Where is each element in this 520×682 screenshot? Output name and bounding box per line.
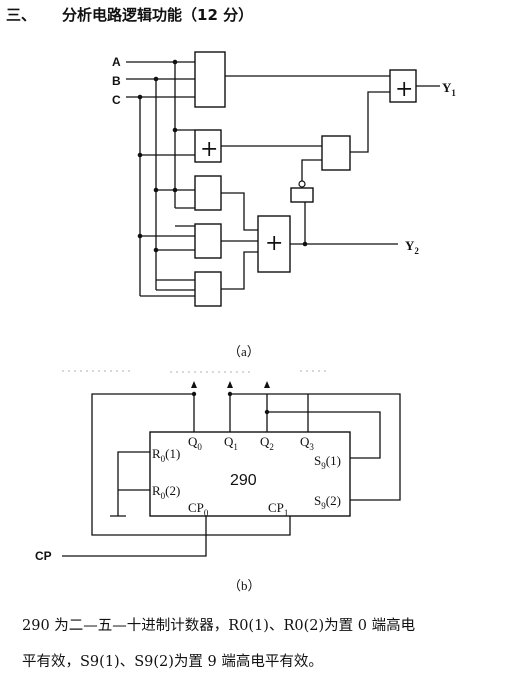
circuit-a: A B C + xyxy=(112,51,456,359)
pin-q0: Q0 xyxy=(188,434,202,452)
section-title: 分析电路逻辑功能（12 分） xyxy=(62,6,253,24)
and-gate-top xyxy=(194,51,226,108)
note-line-2: 平有效，S9(1)、S9(2)为置 9 端高电平有效。 xyxy=(22,654,323,670)
wire-cp-to-cp0 xyxy=(62,516,207,557)
wire-and1-to-or xyxy=(221,192,260,231)
pin-r0-1: R0(1) xyxy=(152,446,180,464)
wire-rail-to-s9-2 xyxy=(230,393,401,501)
wire-c-vertical xyxy=(139,97,195,297)
scan-artifact-dashes xyxy=(62,370,330,373)
wire-r0-ground xyxy=(110,451,150,517)
pin-q3: Q3 xyxy=(300,434,314,452)
input-bus xyxy=(126,61,195,98)
xor-gate-middle xyxy=(194,129,222,163)
xor-symbol-middle: + xyxy=(200,137,218,162)
or-gate-y2 xyxy=(257,215,291,273)
circuit-b: 290 Q0 Q1 Q2 Q3 R0(1) R0(2) S9(1) S9(2) … xyxy=(35,370,401,593)
wire-q2-to-s9-1 xyxy=(267,411,381,459)
input-label-b: B xyxy=(112,74,121,88)
and-gate-3 xyxy=(194,271,222,307)
pin-cp0: CP0 xyxy=(188,500,209,518)
chip-name: 290 xyxy=(230,472,257,489)
pin-q1: Q1 xyxy=(224,434,238,452)
pin-cp1: CP1 xyxy=(268,500,288,518)
and-gate-right xyxy=(321,135,351,171)
xor-symbol-y1: + xyxy=(395,77,413,102)
or-symbol-y2: + xyxy=(265,231,283,256)
pin-s9-1: S9(1) xyxy=(314,453,341,471)
pin-q2: Q2 xyxy=(260,434,274,452)
caption-a: （a） xyxy=(228,344,260,359)
caption-b: （b） xyxy=(228,578,261,593)
input-label-a: A xyxy=(112,55,121,69)
not-gate-bubble xyxy=(298,180,306,188)
top-arrows xyxy=(191,381,270,415)
input-label-c: C xyxy=(112,93,121,107)
pin-r0-2: R0(2) xyxy=(152,483,180,501)
output-label-y1: Y1 xyxy=(442,80,456,98)
wire-a-vertical xyxy=(174,62,195,209)
output-label-y2: Y2 xyxy=(405,238,419,256)
wire-and3-to-or xyxy=(221,251,260,290)
not-gate xyxy=(290,187,314,203)
note-line-1: 290 为二—五—十进制计数器，R0(1)、R0(2)为置 0 端高电 xyxy=(22,618,416,634)
pin-s9-2: S9(2) xyxy=(314,493,341,511)
and-gate-2 xyxy=(194,223,222,259)
junction-dots xyxy=(137,59,308,253)
wire-and-right-to-xor xyxy=(350,91,392,153)
section-number: 三、 xyxy=(6,6,36,24)
wire-a-branches xyxy=(175,129,195,227)
wire-not-to-and xyxy=(301,159,322,181)
wire-q0-to-cp1 xyxy=(91,393,291,536)
clock-input-label: CP xyxy=(35,549,52,563)
wire-b-vertical xyxy=(155,79,195,291)
counter-chip-290 xyxy=(149,431,351,517)
and-gate-1 xyxy=(194,175,222,211)
